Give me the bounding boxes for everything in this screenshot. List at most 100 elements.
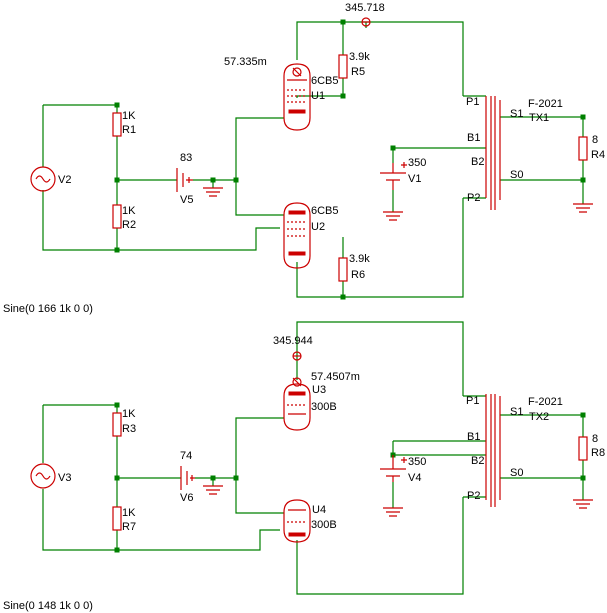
v6-battery [180,466,195,490]
tx2-pin-s0: S0 [510,467,523,479]
bottom-wires [42,321,584,595]
tx1-pin-s0: S0 [510,169,523,181]
r3-name: R3 [122,423,136,435]
junction-dot [114,547,120,553]
r4-name: R4 [591,149,605,161]
junction-dot [114,475,120,481]
r8-name: R8 [591,447,605,459]
u4-name: U4 [312,504,326,516]
r8-value: 8 [592,433,598,445]
v2-sine-source [30,166,56,192]
tx1-type: F-2021 [528,98,563,110]
tx1-pin-b1: B1 [467,132,480,144]
r1-name: R1 [122,124,136,136]
u3-triode-tube [283,383,311,431]
junction-dot [114,247,120,253]
junction-dot [580,475,586,481]
bottom-circuit: 345.944 57.4507m V3 Sine(0 148 1k 0 0) 1… [3,321,605,612]
v1-value: 350 [408,157,426,169]
u3-name: U3 [312,384,326,396]
r3-resistor [112,412,122,437]
tx1-pin-p2: P2 [467,192,480,204]
junction-dot [114,402,120,408]
junction-dot [340,93,346,99]
current-probe-icon [292,67,302,77]
v6-value: 74 [180,450,192,462]
ground-icon [203,485,223,495]
bottom-grid-current-label: 57.4507m [311,371,360,383]
tx2-name: TX2 [529,411,549,423]
tx1-pin-s1: S1 [510,108,523,120]
junction-dot [340,294,346,300]
v5-battery [176,168,193,192]
r5-value: 3.9k [349,51,370,63]
junction-dot [580,177,586,183]
u1-pentode-tube [283,63,311,131]
r2-name: R2 [122,219,136,231]
v4-battery [380,455,407,482]
r3-value: 1K [122,408,136,420]
u3-type: 300B [311,401,337,413]
junction-dot [390,145,396,151]
tx2-pin-p1: P1 [466,395,479,407]
tx2-transformer [485,394,501,507]
v1-battery [380,162,407,190]
u4-triode-tube [283,499,311,543]
r7-value: 1K [122,507,136,519]
r2-resistor [112,204,122,229]
r8-resistor [578,436,588,461]
tx2-pin-p2: P2 [467,490,480,502]
top-circuit: 345.718 57.335m V2 Sine(0 166 1k 0 0) 1K… [3,2,605,315]
r4-resistor [578,136,588,161]
ground-icon [573,499,593,509]
junction-dot [210,177,216,183]
ground-icon [573,203,593,213]
current-probe-icon [361,17,371,27]
v1-name: V1 [408,173,421,185]
junction-dot [233,177,239,183]
u1-type: 6CB5 [311,75,339,87]
u2-type: 6CB5 [311,205,339,217]
top-current-label: 345.718 [345,2,385,14]
tx2-pin-b2: B2 [471,455,484,467]
junction-dot [114,102,120,108]
r7-resistor [112,506,122,531]
tx2-pin-b1: B1 [467,431,480,443]
junction-dot [114,177,120,183]
tx1-name: TX1 [529,112,549,124]
v5-name: V5 [180,194,193,206]
v5-value: 83 [180,152,192,164]
ground-icon [203,187,223,197]
current-probe-icon [292,351,302,361]
u2-pentode-tube [283,202,311,269]
v2-name: V2 [58,174,71,186]
v3-sine-source [30,463,56,489]
junction-dot [340,19,346,25]
tx1-pin-p1: P1 [466,96,479,108]
bottom-current-label: 345.944 [273,335,313,347]
r2-value: 1K [122,205,136,217]
top-junctions [114,19,586,300]
r6-resistor [338,257,348,282]
r5-resistor [338,54,348,79]
v3-spec: Sine(0 148 1k 0 0) [3,600,93,612]
junction-dot [580,114,586,120]
v4-name: V4 [408,472,421,484]
tx1-transformer [485,96,501,210]
u2-name: U2 [311,221,325,233]
r1-value: 1K [122,110,136,122]
r6-value: 3.9k [349,253,370,265]
tx2-pin-s1: S1 [510,406,523,418]
top-grid-current-label: 57.335m [224,56,267,68]
v3-name: V3 [58,472,71,484]
v6-name: V6 [180,492,193,504]
r7-name: R7 [122,521,136,533]
r4-value: 8 [592,134,598,146]
r1-resistor [112,112,122,137]
ground-icon [383,211,403,221]
u1-name: U1 [311,90,325,102]
v2-spec: Sine(0 166 1k 0 0) [3,303,93,315]
tx2-type: F-2021 [528,396,563,408]
